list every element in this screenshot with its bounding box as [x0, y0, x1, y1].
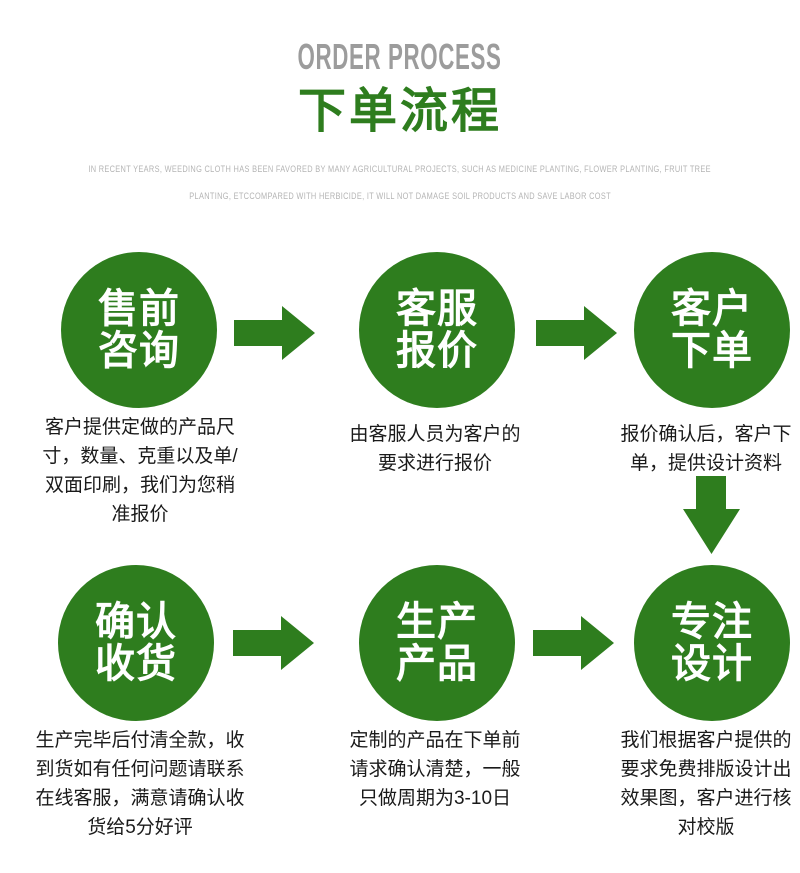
step-circle-design: 专注 设计 — [634, 565, 790, 721]
step-desc-customer-order: 报价确认后，客户下 单，提供设计资料 — [620, 424, 792, 474]
page-title: 下单流程 — [297, 85, 502, 138]
step-circle-customer-order: 客户 下单 — [634, 252, 790, 408]
step-circle-label: 专注 设计 — [671, 600, 753, 686]
step-circle-label: 生产 产品 — [396, 600, 478, 686]
step-circle-service-quote: 客服 报价 — [359, 252, 515, 408]
step-desc-service-quote: 由客服人员为客户的 要求进行报价 — [349, 424, 521, 474]
step-circle-production: 生产 产品 — [359, 565, 515, 721]
section-title-en: ORDER PROCESS — [0, 36, 800, 78]
step-desc-presale-consult: 客户提供定做的产品尺 寸，数量、克重以及单/ 双面印刷，我们为您稍 准报价 — [42, 417, 238, 525]
step-desc-design: 我们根据客户提供的 要求免费排版设计出 效果图，客户进行核 对校版 — [620, 730, 792, 838]
step-desc-confirm-receipt: 生产完毕后付清全款，收 到货如有任何问题请联系 在线客服，满意请确认收 货给5分… — [35, 730, 245, 838]
step-desc-production: 定制的产品在下单前 请求确认清楚，一般 只做周期为3-10日 — [349, 730, 521, 809]
flow-arrow-right-icon — [233, 616, 314, 670]
step-circle-confirm-receipt: 确认 收货 — [58, 565, 214, 721]
subtitle-line-2: PLANTING, ETCCOMPARED WITH HERBICIDE, IT… — [0, 191, 800, 201]
step-circle-label: 确认 收货 — [95, 600, 177, 686]
flow-arrow-right-icon — [533, 616, 614, 670]
flow-arrow-right-icon — [536, 306, 617, 360]
subtitle-line-1: IN RECENT YEARS, WEEDING CLOTH HAS BEEN … — [0, 164, 800, 174]
section-title-en-text: ORDER PROCESS — [297, 36, 503, 77]
flow-arrow-right-icon — [234, 306, 315, 360]
step-circle-presale-consult: 售前 咨询 — [61, 252, 217, 408]
subtitle-line-2-text: PLANTING, ETCCOMPARED WITH HERBICIDE, IT… — [189, 191, 611, 201]
step-circle-label: 客户 下单 — [671, 287, 753, 373]
step-circle-label: 售前 咨询 — [98, 287, 180, 373]
subtitle-line-1-text: IN RECENT YEARS, WEEDING CLOTH HAS BEEN … — [88, 164, 712, 174]
flow-arrow-down-icon — [683, 476, 740, 554]
step-circle-label: 客服 报价 — [396, 287, 478, 373]
